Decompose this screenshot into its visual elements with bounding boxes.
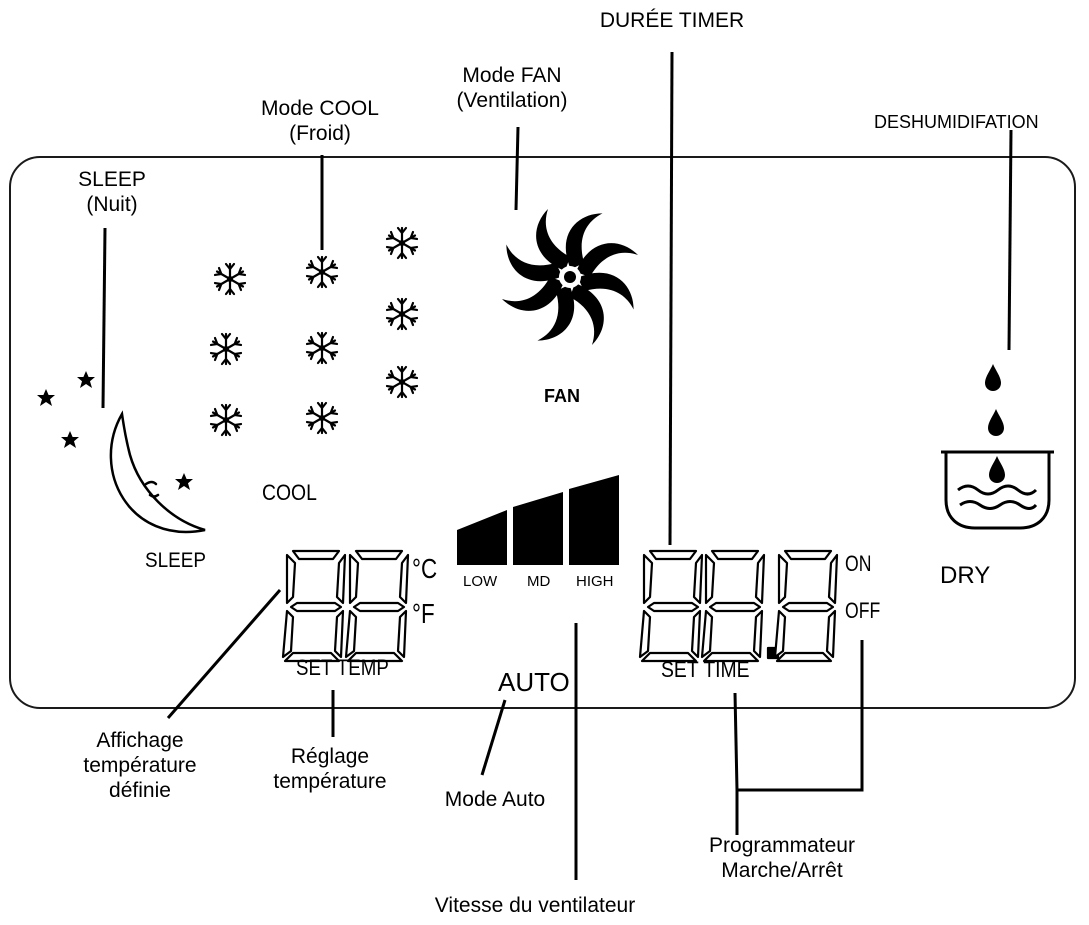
- label-programmateur-line1: Programmateur: [709, 834, 855, 857]
- time-digits: [638, 549, 839, 663]
- lcd-dry: DRY: [940, 562, 991, 589]
- label-affichage: Affichage température définie: [83, 728, 196, 804]
- label-mode-cool-line2: (Froid): [289, 122, 351, 146]
- lcd-fan: FAN: [544, 386, 580, 406]
- water-drop-icon: [989, 456, 1005, 483]
- snowflake-icon: [387, 228, 417, 258]
- label-mode-auto: Mode Auto: [444, 788, 546, 811]
- snowflake-icon: [307, 257, 337, 287]
- label-vitesse: Vitesse du ventilateur: [434, 894, 636, 917]
- leader-mode-auto: [480, 699, 507, 776]
- lcd-auto: AUTO: [498, 667, 570, 697]
- lcd-off: OFF: [845, 598, 881, 623]
- snowflake-icon: [215, 264, 245, 294]
- water-drop-icon: [988, 409, 1004, 436]
- label-mode-fan: Mode FAN (Ventilation): [457, 63, 568, 113]
- snowflake-icon: [211, 334, 241, 364]
- snowflake-icon: [387, 367, 417, 397]
- label-deshumidification: DESHUMIDIFATION: [874, 112, 1039, 132]
- snowflake-icon: [307, 403, 337, 433]
- label-reglage-line1: Réglage: [290, 745, 370, 768]
- lcd-frame: [9, 156, 1076, 709]
- lcd-high: HIGH: [576, 573, 614, 590]
- label-sleep-line1: SLEEP: [78, 168, 146, 191]
- snowflake-icon: [211, 405, 241, 435]
- label-reglage: Réglage température: [273, 744, 386, 794]
- leader-deshumidification: [1007, 129, 1013, 351]
- leader-affichage: [166, 589, 282, 719]
- lcd-cool: COOL: [262, 480, 317, 505]
- snowflake-icon: [387, 299, 417, 329]
- lcd-set-time: SET TIME: [661, 657, 750, 682]
- lcd-low: LOW: [463, 573, 498, 590]
- label-programmateur-line2: Marche/Arrêt: [721, 859, 843, 883]
- leader-programmateur: [733, 640, 864, 792]
- fan-icon: [497, 204, 643, 350]
- digit: [281, 549, 347, 663]
- label-reglage-line2: température: [273, 770, 387, 794]
- lcd-celsius: °C: [412, 553, 438, 584]
- label-programmateur: Programmateur Marche/Arrêt: [709, 833, 855, 883]
- leader-lines: [101, 51, 1013, 880]
- label-affichage-line3: définie: [109, 779, 171, 803]
- label-affichage-line1: Affichage: [96, 729, 184, 752]
- label-mode-cool-line1: Mode COOL: [261, 97, 379, 120]
- leader-sleep: [101, 227, 107, 409]
- label-sleep: SLEEP (Nuit): [78, 167, 146, 217]
- speed-bar-high: [569, 475, 619, 565]
- speed-bar-md: [513, 492, 563, 565]
- lcd-sleep: SLEEP: [145, 549, 206, 572]
- fan-speed-bars: [457, 475, 619, 565]
- label-mode-cool: Mode COOL (Froid): [261, 96, 379, 146]
- snowflake-icon: [307, 333, 337, 363]
- dry-basin-icon: [941, 450, 1054, 530]
- label-duree-timer: DURÉE TIMER: [599, 9, 745, 32]
- label-mode-fan-line2: (Ventilation): [456, 89, 568, 113]
- lcd-fahrenheit: °F: [412, 598, 435, 629]
- star-icon: [61, 431, 79, 448]
- label-sleep-line2: (Nuit): [86, 193, 138, 217]
- lcd-on: ON: [845, 551, 872, 576]
- digit: [344, 549, 410, 663]
- lcd-md: MD: [527, 573, 551, 590]
- digit: [773, 549, 839, 663]
- water-drop-icon: [985, 364, 1001, 391]
- star-icon: [37, 389, 55, 406]
- speed-bar-low: [457, 510, 507, 565]
- moon-icon: [109, 410, 206, 534]
- star-icon: [77, 371, 95, 388]
- snowflake-group: [211, 228, 417, 435]
- lcd-set-temp: SET TEMP: [296, 655, 389, 680]
- dry-icon: [941, 364, 1054, 530]
- leader-duree-timer: [668, 51, 674, 546]
- label-mode-fan-line1: Mode FAN: [462, 64, 562, 87]
- star-icon: [175, 473, 193, 490]
- digit: [638, 549, 704, 663]
- temp-digits: [281, 549, 410, 663]
- leader-mode-fan: [514, 126, 520, 211]
- label-affichage-line2: température: [83, 754, 197, 778]
- digit: [700, 549, 766, 663]
